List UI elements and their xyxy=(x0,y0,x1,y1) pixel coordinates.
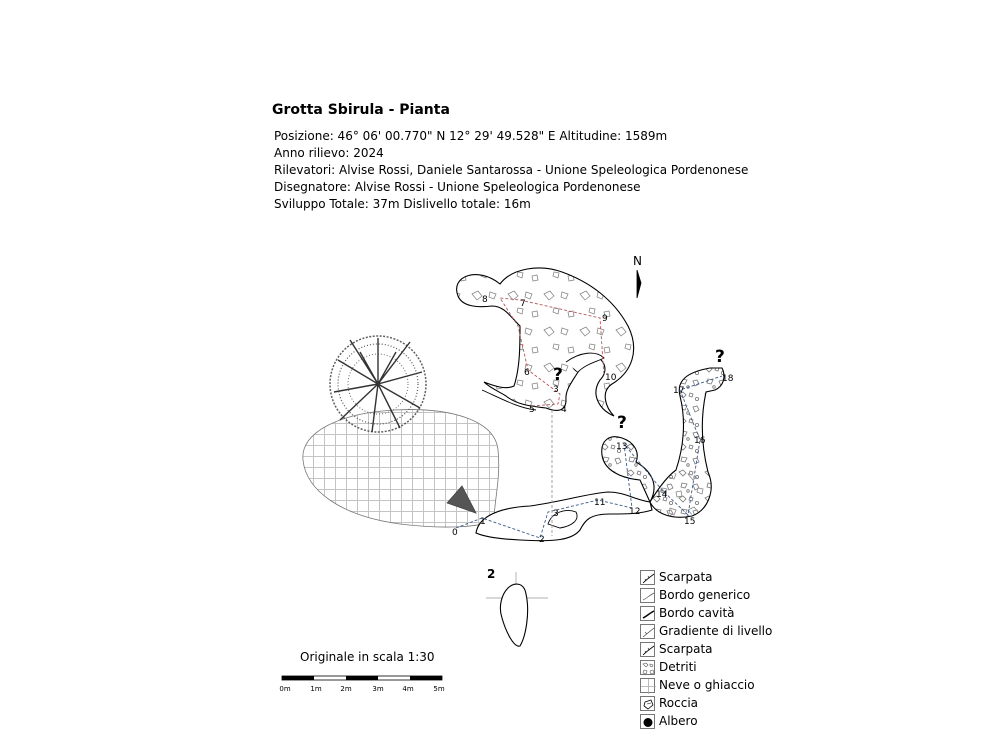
map-title: Grotta Sbirula - Pianta xyxy=(272,102,450,118)
station-14: 14 xyxy=(656,490,668,500)
station-1: 1 xyxy=(480,517,486,527)
inner-rock xyxy=(547,510,578,529)
chamber-15-floor xyxy=(659,472,709,517)
legend-label: Albero xyxy=(659,714,698,728)
station-2: 2 xyxy=(539,535,545,545)
legend-label: Detriti xyxy=(659,660,697,674)
level-gradient-icon xyxy=(640,624,655,639)
cave-border-icon xyxy=(640,606,655,621)
north-arrow-icon xyxy=(636,269,642,299)
station-0: 0 xyxy=(452,528,458,538)
station-5: 5 xyxy=(529,405,535,415)
scarp-icon xyxy=(640,642,655,657)
legend-label: Bordo cavità xyxy=(659,606,735,620)
station-3-upper: 3 xyxy=(553,385,559,395)
scale-bar xyxy=(281,675,443,681)
upper-chamber-inner-edge xyxy=(481,389,537,411)
scale-tick-label: 5m xyxy=(433,685,444,693)
station-6: 6 xyxy=(524,368,530,378)
legend-item: Roccia xyxy=(640,696,790,714)
station-15: 15 xyxy=(684,517,695,527)
unknown-continuation-marker: ? xyxy=(553,365,563,385)
legend-item: Scarpata xyxy=(640,570,790,588)
position-line: Posizione: 46° 06' 00.770" N 12° 29' 49.… xyxy=(274,129,668,143)
legend-item: Scarpata xyxy=(640,642,790,660)
north-label: N xyxy=(633,254,642,268)
station-3-lower: 3 xyxy=(553,509,559,519)
scale-tick-label: 2m xyxy=(340,685,351,693)
legend-item: Bordo generico xyxy=(640,588,790,606)
rock-icon xyxy=(640,696,655,711)
surveyors-line: Rilevatori: Alvise Rossi, Daniele Santar… xyxy=(274,163,749,177)
legend-item: Gradiente di livello xyxy=(640,624,790,642)
scale-tick-label: 3m xyxy=(372,685,383,693)
cross-section-2 xyxy=(499,583,529,647)
station-18: 18 xyxy=(722,374,734,384)
scarp-icon xyxy=(640,570,655,585)
station-12: 12 xyxy=(629,507,640,517)
totals-line: Sviluppo Totale: 37m Dislivello totale: … xyxy=(274,197,531,211)
side-passage xyxy=(565,352,605,373)
section-label: 2 xyxy=(487,567,495,581)
scale-caption: Originale in scala 1:30 xyxy=(300,650,435,664)
station-8: 8 xyxy=(482,295,488,305)
legend-label: Gradiente di livello xyxy=(659,624,773,638)
legend-label: Neve o ghiaccio xyxy=(659,678,755,692)
debris-icon xyxy=(640,660,655,675)
legend-label: Scarpata xyxy=(659,570,713,584)
tree-icon xyxy=(329,335,427,433)
entrance-arrow-icon xyxy=(446,485,477,514)
station-11: 11 xyxy=(594,498,605,508)
legend-label: Bordo generico xyxy=(659,588,751,602)
scale-tick-label: 0m xyxy=(279,685,290,693)
unknown-continuation-marker: ? xyxy=(617,413,627,433)
snow-ice-icon xyxy=(640,678,656,694)
legend-item: Albero xyxy=(640,714,790,732)
station-7: 7 xyxy=(520,299,526,309)
station-16: 16 xyxy=(694,436,706,446)
scale-tick-label: 1m xyxy=(310,685,321,693)
legend-item: Detriti xyxy=(640,660,790,678)
drafter-line: Disegnatore: Alvise Rossi - Unione Spele… xyxy=(274,180,641,194)
snow-field xyxy=(302,409,500,528)
legend-label: Scarpata xyxy=(659,642,713,656)
station-labels: 0 1 2 3 3 4 5 6 7 8 9 10 11 12 13 14 15 … xyxy=(452,295,734,545)
station-10: 10 xyxy=(605,373,617,383)
survey-line xyxy=(455,297,723,539)
tree-icon xyxy=(640,714,655,729)
station-4: 4 xyxy=(561,405,567,415)
cave-upper-chamber xyxy=(456,267,635,417)
station-17: 17 xyxy=(673,386,684,396)
scale-tick-label: 4m xyxy=(402,685,413,693)
legend-item: Neve o ghiaccio xyxy=(640,678,790,696)
year-line: Anno rilievo: 2024 xyxy=(274,146,384,160)
unknown-continuation-marker: ? xyxy=(715,347,725,367)
station-13: 13 xyxy=(616,442,627,452)
legend-item: Bordo cavità xyxy=(640,606,790,624)
legend-label: Roccia xyxy=(659,696,699,710)
station-9: 9 xyxy=(602,314,608,324)
survey-info: Posizione: 46° 06' 00.770" N 12° 29' 49.… xyxy=(274,128,748,213)
generic-border-icon xyxy=(640,588,655,603)
